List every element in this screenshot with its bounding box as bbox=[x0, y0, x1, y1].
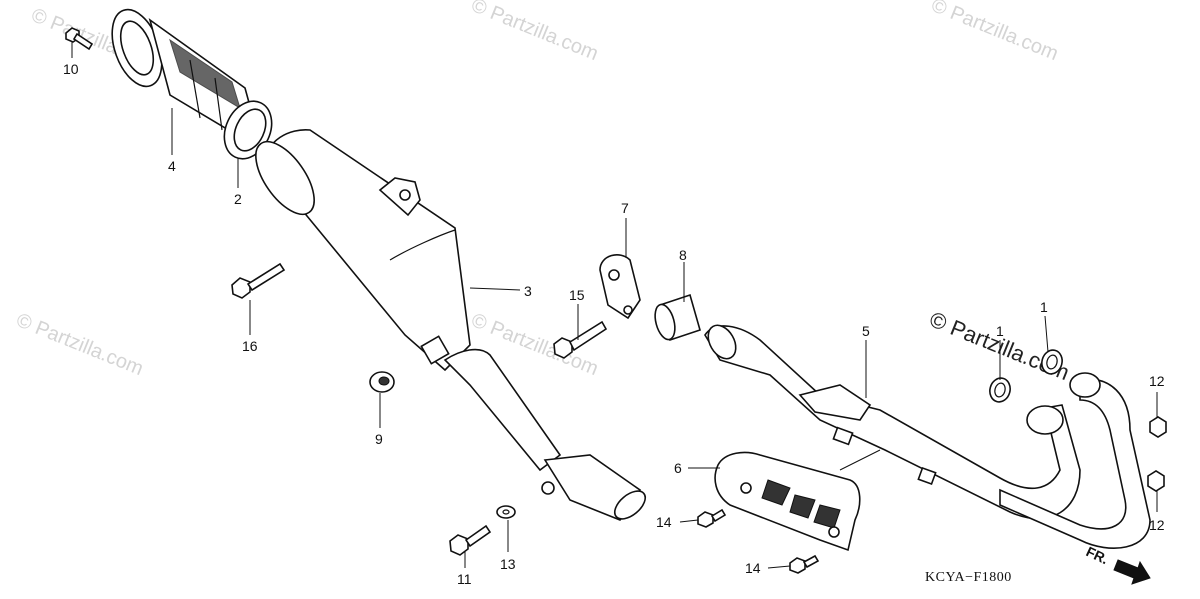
callouts: 10 4 2 3 16 9 7 8 15 5 1 1 12 12 6 14 14… bbox=[63, 61, 1165, 587]
callout-6: 6 bbox=[674, 460, 682, 476]
callout-10: 10 bbox=[63, 61, 79, 77]
grommet-9 bbox=[369, 371, 395, 393]
callout-5: 5 bbox=[862, 323, 870, 339]
callout-11: 11 bbox=[457, 571, 472, 587]
bolt-15 bbox=[553, 320, 608, 359]
nut-12b bbox=[1147, 470, 1165, 492]
exhaust-pipe-5 bbox=[704, 324, 1151, 549]
callout-14b: 14 bbox=[745, 560, 761, 576]
watermark-3: © Partzilla.com bbox=[928, 0, 1061, 65]
bolt-16 bbox=[231, 262, 286, 299]
heat-shield-6 bbox=[714, 451, 861, 552]
clamp-7 bbox=[599, 254, 641, 320]
muffler-3 bbox=[255, 129, 647, 521]
diagram-code: KCYA−F1800 bbox=[925, 570, 1012, 585]
front-arrow-icon bbox=[1113, 559, 1151, 585]
gasket-1b bbox=[989, 377, 1011, 403]
gasket-1a bbox=[1041, 349, 1063, 375]
callout-12a: 12 bbox=[1149, 373, 1165, 389]
watermark-4: © Partzilla.com bbox=[13, 309, 146, 380]
washer-13 bbox=[496, 505, 516, 519]
callout-8: 8 bbox=[679, 247, 687, 263]
callout-4: 4 bbox=[168, 158, 176, 174]
bolt-11 bbox=[449, 524, 492, 556]
callout-15: 15 bbox=[569, 287, 585, 303]
watermark-2: © Partzilla.com bbox=[468, 0, 601, 65]
nut-12a bbox=[1149, 416, 1167, 438]
callout-14a: 14 bbox=[656, 514, 672, 530]
flanges bbox=[1026, 372, 1101, 435]
callout-7: 7 bbox=[621, 200, 629, 216]
front-marker: FR. bbox=[1084, 543, 1151, 585]
callout-16: 16 bbox=[242, 338, 258, 354]
bolt-14a bbox=[697, 508, 727, 528]
bolt-14b bbox=[789, 554, 820, 574]
callout-2: 2 bbox=[234, 191, 242, 207]
leader-lines bbox=[71, 42, 1158, 569]
bolt-10 bbox=[65, 27, 94, 51]
callout-9: 9 bbox=[375, 431, 383, 447]
callout-1a: 1 bbox=[1040, 299, 1048, 315]
callout-3: 3 bbox=[524, 283, 532, 299]
sleeve-8 bbox=[654, 293, 701, 342]
callout-1b: 1 bbox=[996, 323, 1004, 339]
callout-12b: 12 bbox=[1149, 517, 1165, 533]
callout-13: 13 bbox=[500, 556, 516, 572]
